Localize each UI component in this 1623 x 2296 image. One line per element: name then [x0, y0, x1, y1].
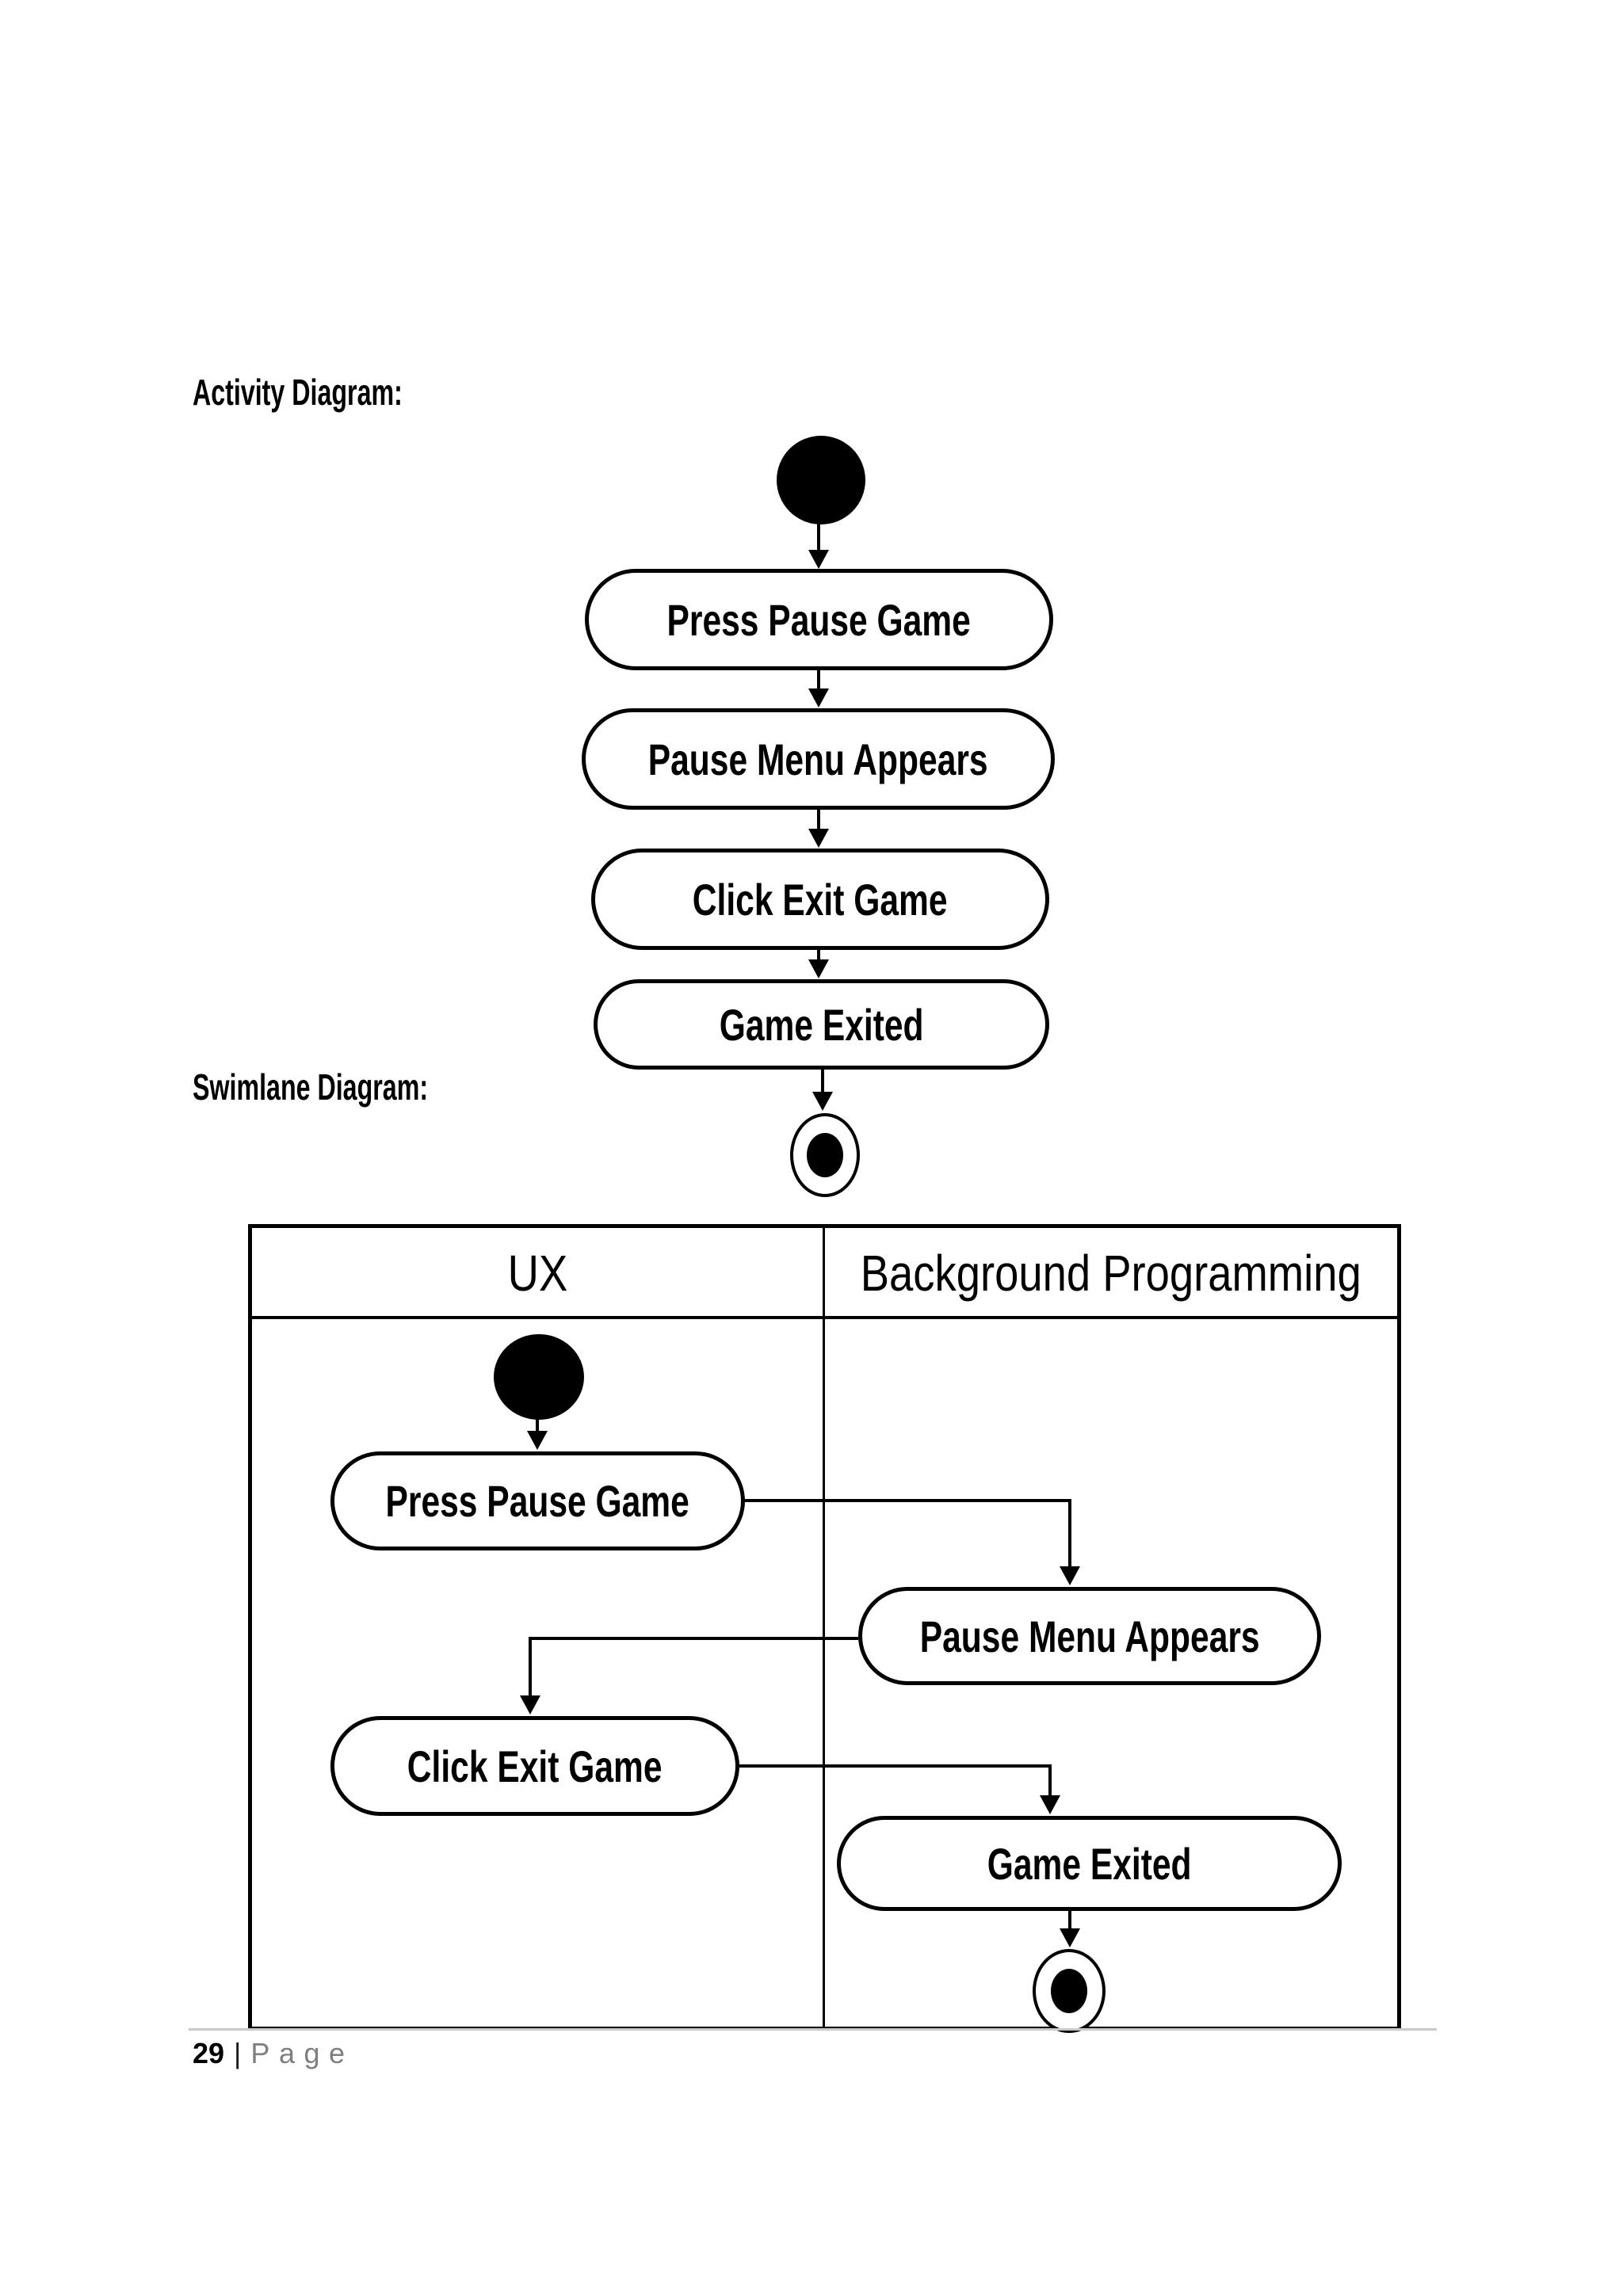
- swimlane-flow-line-start: [536, 1418, 539, 1431]
- lane-divider: [823, 1224, 825, 2031]
- action-node-label: Press Pause Game: [385, 1476, 690, 1526]
- swimlane-action-click-exit-game: Click Exit Game: [330, 1716, 739, 1816]
- page-footer: 29 | Page: [193, 2038, 354, 2069]
- arrow-down-icon: [1060, 1928, 1080, 1947]
- swimlane-diagram-heading-text: Swimlane Diagram:: [193, 1066, 429, 1108]
- swimlane-action-pause-menu-appears: Pause Menu Appears: [858, 1587, 1321, 1685]
- activity-flow-line-1: [817, 523, 820, 551]
- footer-separator: |: [234, 2037, 242, 2069]
- final-node-dot: [1051, 1969, 1087, 2013]
- action-node-click-exit-game: Click Exit Game: [591, 849, 1049, 950]
- activity-initial-node: [777, 436, 865, 524]
- swimlane-flow-line-1-drop: [1068, 1499, 1071, 1566]
- arrow-down-icon: [1040, 1795, 1060, 1814]
- action-node-label: Pause Menu Appears: [648, 734, 988, 784]
- swimlane-flow-line-2: [530, 1637, 858, 1640]
- action-node-press-pause-game: Press Pause Game: [585, 569, 1053, 670]
- action-node-label: Click Exit Game: [407, 1741, 663, 1791]
- final-node-dot: [807, 1133, 843, 1177]
- action-node-game-exited: Game Exited: [594, 979, 1049, 1070]
- arrow-down-icon: [520, 1695, 540, 1714]
- action-node-label: Pause Menu Appears: [919, 1611, 1260, 1661]
- arrow-down-icon: [1060, 1566, 1080, 1585]
- footer-page-number: 29: [193, 2037, 225, 2069]
- lane-header-label: Background Programming: [861, 1245, 1361, 1302]
- swimlane-flow-line-2-drop: [529, 1637, 532, 1695]
- action-node-label: Press Pause Game: [666, 594, 972, 645]
- arrow-down-icon: [527, 1431, 548, 1450]
- action-node-pause-menu-appears: Pause Menu Appears: [582, 708, 1055, 810]
- swimlane-action-game-exited: Game Exited: [837, 1816, 1342, 1911]
- swimlane-final-node: [1033, 1949, 1106, 2033]
- activity-flow-line-4: [817, 950, 820, 961]
- swimlane-flow-line-end: [1068, 1911, 1071, 1928]
- swimlane-flow-line-3-drop: [1048, 1764, 1052, 1797]
- arrow-down-icon: [808, 688, 829, 707]
- lane-header-ux: UX: [252, 1230, 823, 1316]
- action-node-label: Click Exit Game: [693, 874, 948, 925]
- activity-diagram-heading-text: Activity Diagram:: [193, 372, 403, 413]
- footer-rule: [189, 2028, 1437, 2031]
- activity-diagram-heading: Activity Diagram:: [193, 374, 492, 410]
- lane-header-separator: [248, 1316, 1401, 1319]
- lane-header-label: UX: [507, 1245, 567, 1302]
- swimlane-diagram-heading: Swimlane Diagram:: [193, 1069, 529, 1105]
- swimlane-action-press-pause-game: Press Pause Game: [330, 1451, 745, 1550]
- footer-page-label: Page: [250, 2037, 354, 2069]
- action-node-label: Game Exited: [719, 999, 924, 1050]
- arrow-down-icon: [808, 550, 829, 569]
- action-node-label: Game Exited: [987, 1838, 1192, 1889]
- activity-flow-line-3: [817, 810, 820, 830]
- arrow-down-icon: [808, 829, 829, 848]
- swimlane-initial-node: [494, 1334, 584, 1420]
- arrow-down-icon: [812, 1092, 833, 1111]
- swimlane-flow-line-3: [739, 1764, 1052, 1768]
- swimlane-flow-line-1: [743, 1499, 1071, 1502]
- activity-final-node: [790, 1113, 860, 1197]
- activity-flow-line-2: [817, 670, 820, 690]
- activity-flow-line-5: [821, 1069, 824, 1093]
- lane-header-background-programming: Background Programming: [825, 1230, 1397, 1316]
- arrow-down-icon: [808, 959, 829, 978]
